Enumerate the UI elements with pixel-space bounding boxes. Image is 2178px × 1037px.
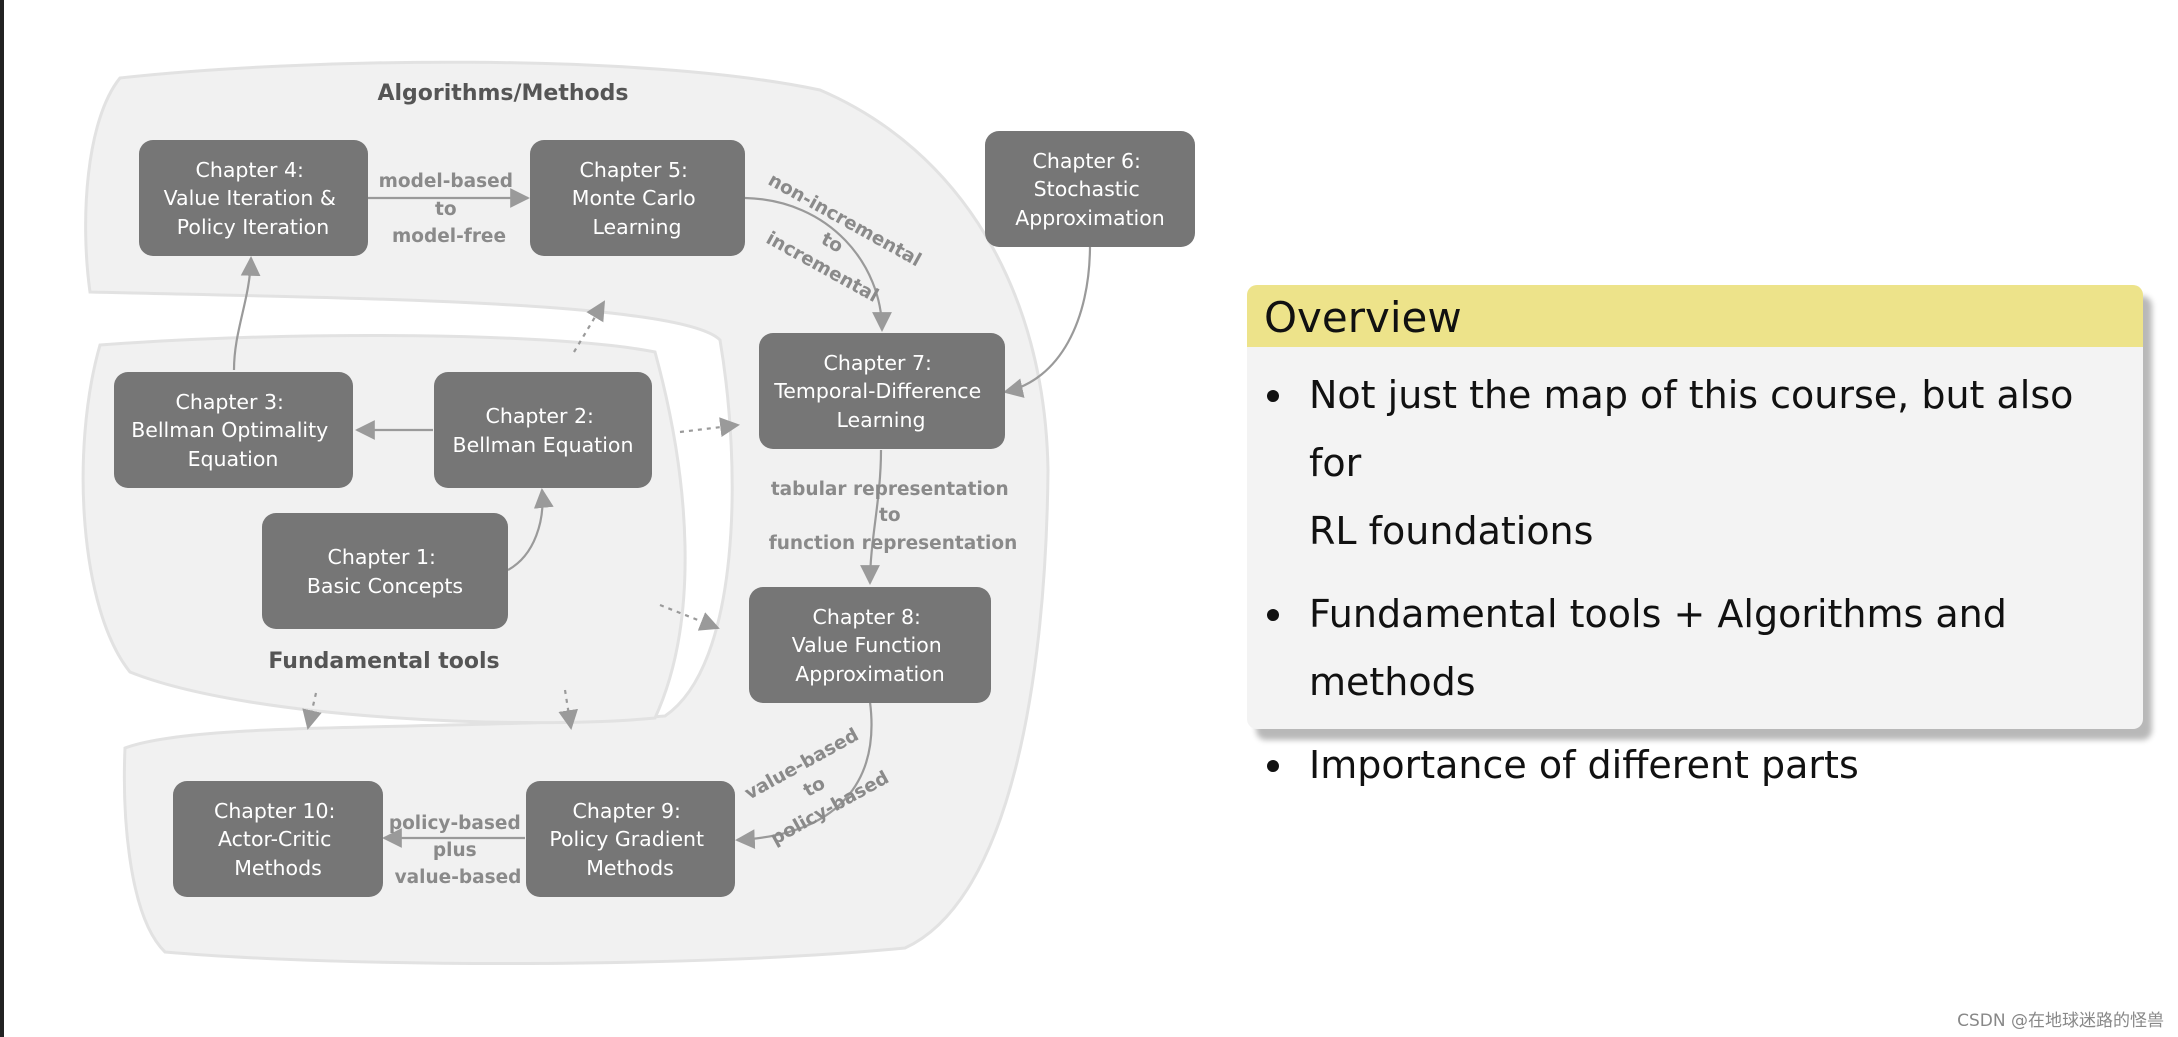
svg-text:Chapter 4: Value Iterati: Chapter 4: Value Iteration & Policy Iter…: [164, 158, 343, 239]
chapter-3-node: Chapter 3: Bellman Optimality Equation: [114, 372, 353, 488]
edge-ch6-ch7: [1003, 244, 1092, 398]
svg-text:Chapter 9: Policy Gradie: Chapter 9: Policy Gradient Methods: [549, 799, 710, 880]
overview-item-line: Not just the map of this course, but als…: [1309, 373, 2074, 485]
fundamental-tools-region-label: Fundamental tools: [268, 649, 499, 674]
edge-ch1-ch2: [507, 488, 554, 571]
overview-item-line: Fundamental tools + Algorithms and: [1309, 592, 2007, 636]
watermark-text: CSDN @在地球迷路的怪兽: [1957, 1011, 2164, 1031]
svg-text:Chapter 5: Monte Carlo: Chapter 5: Monte Carlo Learning: [572, 158, 702, 239]
svg-text:Chapter 7: Temporal-Diff: Chapter 7: Temporal-Difference Learning: [773, 351, 987, 432]
svg-text:Chapter 3: Bellman Optim: Chapter 3: Bellman Optimality Equation: [131, 390, 335, 471]
chapter-5-node: Chapter 5: Monte Carlo Learning: [530, 140, 745, 256]
chapter-7-node: Chapter 7: Temporal-Difference Learning: [759, 333, 1005, 449]
svg-text:Chapter 6: Stochastic: Chapter 6: Stochastic Approximation: [1015, 149, 1165, 230]
chapter-6-node: Chapter 6: Stochastic Approximation: [985, 131, 1195, 247]
dotted-to-ch7: [679, 417, 740, 437]
svg-text:Chapter 2: Bellman Equat: Chapter 2: Bellman Equation: [453, 404, 634, 457]
overview-item-line: Importance of different parts: [1309, 743, 1859, 787]
edge-label-ch4-ch5: model-based to model-free: [379, 171, 520, 247]
edge-label-ch9-ch10: policy-based plus value-based: [389, 813, 527, 888]
overview-item: Fundamental tools + Algorithms and metho…: [1247, 580, 2123, 716]
edge-ch3-ch4: [232, 256, 261, 371]
overview-header: Overview: [1247, 285, 2143, 347]
chapter-10-node: Chapter 10: Actor-Critic Methods: [173, 781, 383, 897]
chapter-8-node: Chapter 8: Value Function Approximation: [749, 587, 991, 703]
edge-ch5-ch7: [744, 196, 892, 332]
bullet-icon: [1267, 390, 1279, 402]
chapter-9-node: Chapter 9: Policy Gradient Methods: [526, 781, 735, 897]
dotted-to-bottom-mid: [558, 689, 578, 730]
svg-text:Chapter 10: Actor-Critic: Chapter 10: Actor-Critic Methods: [214, 799, 342, 880]
algorithms-region-label: Algorithms/Methods: [377, 81, 628, 106]
bullet-icon: [1267, 760, 1279, 772]
overview-item: Not just the map of this course, but als…: [1247, 361, 2123, 565]
chapter-2-node: Chapter 2: Bellman Equation: [434, 372, 652, 488]
chapter-1-node: Chapter 1: Basic Concepts: [262, 513, 508, 629]
chapter-4-node: Chapter 4: Value Iteration & Policy Iter…: [139, 140, 368, 256]
overview-item-line: RL foundations: [1309, 509, 1594, 553]
svg-text:Chapter 1: Basic Concept: Chapter 1: Basic Concepts: [307, 545, 463, 598]
overview-item-line: methods: [1309, 660, 1476, 704]
course-map-diagram: Algorithms/Methods Fundamental tools mod…: [81, 60, 1195, 966]
dotted-to-algorithms-top: [573, 300, 606, 353]
overview-list: Not just the map of this course, but als…: [1247, 347, 2143, 799]
overview-title: Overview: [1264, 293, 1462, 342]
bullet-icon: [1267, 609, 1279, 621]
dotted-to-bottom-left: [302, 692, 322, 730]
left-edge-rule: [0, 0, 4, 1037]
svg-text:Chapter 8: Value Functio: Chapter 8: Value Function Approximation: [792, 605, 949, 686]
overview-box: Overview Not just the map of this course…: [1247, 285, 2143, 787]
dotted-to-ch8: [659, 603, 720, 631]
algorithms-region: [84, 60, 1050, 966]
edge-ch7-ch8: [860, 449, 883, 585]
overview-item: Importance of different parts: [1247, 731, 2123, 799]
edge-ch8-ch9: [735, 701, 873, 850]
edge-label-ch7-ch8: tabular representation to function repre…: [769, 479, 1018, 554]
